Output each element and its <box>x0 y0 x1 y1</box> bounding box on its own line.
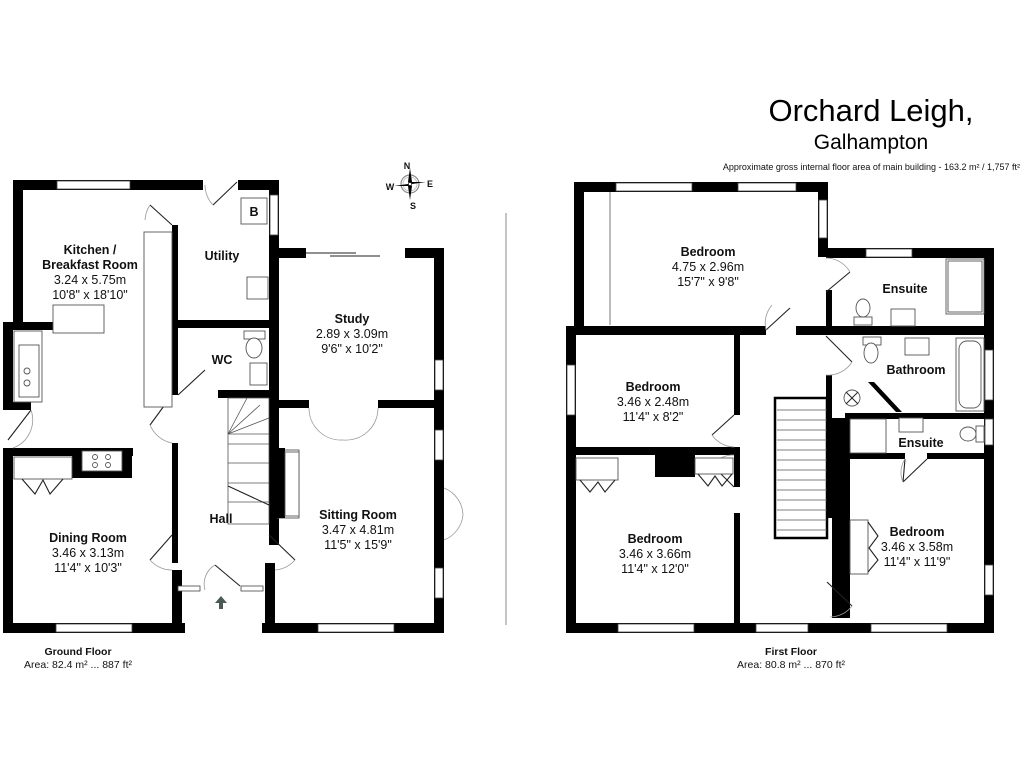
svg-text:3.47 x 4.81m: 3.47 x 4.81m <box>322 523 394 537</box>
svg-text:Breakfast Room: Breakfast Room <box>42 258 138 272</box>
svg-text:Study: Study <box>335 312 370 326</box>
room-dining: Dining Room 3.46 x 3.13m 11'4" x 10'3" <box>49 531 127 575</box>
boiler-label: B <box>249 205 258 219</box>
room-ensuite-1: Ensuite <box>882 282 927 296</box>
entrance-arrow-icon <box>215 596 227 609</box>
svg-text:11'4" x 11'9": 11'4" x 11'9" <box>884 555 951 569</box>
compass-west: W <box>386 182 395 192</box>
svg-text:Sitting Room: Sitting Room <box>319 508 397 522</box>
room-kitchen-breakfast: Kitchen / Breakfast Room 3.24 x 5.75m 10… <box>42 243 138 302</box>
svg-text:3.46 x 3.58m: 3.46 x 3.58m <box>881 540 953 554</box>
svg-text:11'4" x 12'0": 11'4" x 12'0" <box>621 562 689 576</box>
ground-floor-label: Ground Floor <box>44 646 111 658</box>
svg-text:11'4" x 10'3": 11'4" x 10'3" <box>54 561 122 575</box>
compass-south: S <box>410 201 416 211</box>
room-bedroom-1: Bedroom 4.75 x 2.96m 15'7" x 9'8" <box>672 245 744 289</box>
first-floor-area: Area: 80.8 m² ... 870 ft² <box>737 659 845 671</box>
first-floor-label: First Floor <box>765 646 817 658</box>
svg-text:10'8" x 18'10": 10'8" x 18'10" <box>52 288 128 302</box>
svg-text:Kitchen /: Kitchen / <box>64 243 117 257</box>
compass-north: N <box>404 161 411 171</box>
svg-text:3.46 x 3.13m: 3.46 x 3.13m <box>52 546 124 560</box>
first-floor-stairs <box>773 396 829 540</box>
compass-icon: N E S W <box>386 161 433 211</box>
svg-text:9'6" x 10'2": 9'6" x 10'2" <box>321 342 383 356</box>
gross-area-label: Approximate gross internal floor area of… <box>723 162 1020 172</box>
room-bedroom-2: Bedroom 3.46 x 2.48m 11'4" x 8'2" <box>617 380 689 424</box>
svg-text:11'4" x 8'2": 11'4" x 8'2" <box>623 410 684 424</box>
svg-text:2.89 x 3.09m: 2.89 x 3.09m <box>316 327 388 341</box>
svg-text:Bedroom: Bedroom <box>890 525 945 539</box>
svg-text:3.46 x 3.66m: 3.46 x 3.66m <box>619 547 691 561</box>
ground-floor-plan: B Kitchen / Breakfas <box>3 180 464 671</box>
room-study: Study 2.89 x 3.09m 9'6" x 10'2" <box>316 312 388 356</box>
room-bedroom-4: Bedroom 3.46 x 3.58m 11'4" x 11'9" <box>881 525 953 569</box>
room-bathroom: Bathroom <box>886 363 945 377</box>
header: Orchard Leigh, Galhampton Approximate gr… <box>723 93 1020 172</box>
room-hall: Hall <box>210 512 233 526</box>
svg-text:Bedroom: Bedroom <box>628 532 683 546</box>
first-floor-plan: Bedroom 4.75 x 2.96m 15'7" x 9'8" Ensuit… <box>566 182 994 671</box>
svg-text:Dining Room: Dining Room <box>49 531 127 545</box>
room-utility: Utility <box>205 249 240 263</box>
room-bedroom-3: Bedroom 3.46 x 3.66m 11'4" x 12'0" <box>619 532 691 576</box>
property-title: Orchard Leigh, <box>768 93 973 128</box>
svg-text:11'5" x 15'9": 11'5" x 15'9" <box>324 538 392 552</box>
svg-text:Bedroom: Bedroom <box>681 245 736 259</box>
ground-floor-area: Area: 82.4 m² ... 887 ft² <box>24 659 132 671</box>
svg-text:3.24 x 5.75m: 3.24 x 5.75m <box>54 273 126 287</box>
room-wc: WC <box>212 353 233 367</box>
property-location: Galhampton <box>814 131 928 154</box>
svg-text:15'7" x 9'8": 15'7" x 9'8" <box>677 275 739 289</box>
svg-text:4.75 x 2.96m: 4.75 x 2.96m <box>672 260 744 274</box>
ground-stairs <box>227 397 270 525</box>
svg-text:3.46 x 2.48m: 3.46 x 2.48m <box>617 395 689 409</box>
compass-east: E <box>427 179 433 189</box>
svg-text:Bedroom: Bedroom <box>626 380 681 394</box>
room-ensuite-2: Ensuite <box>898 436 943 450</box>
room-sitting: Sitting Room 3.47 x 4.81m 11'5" x 15'9" <box>319 508 397 552</box>
